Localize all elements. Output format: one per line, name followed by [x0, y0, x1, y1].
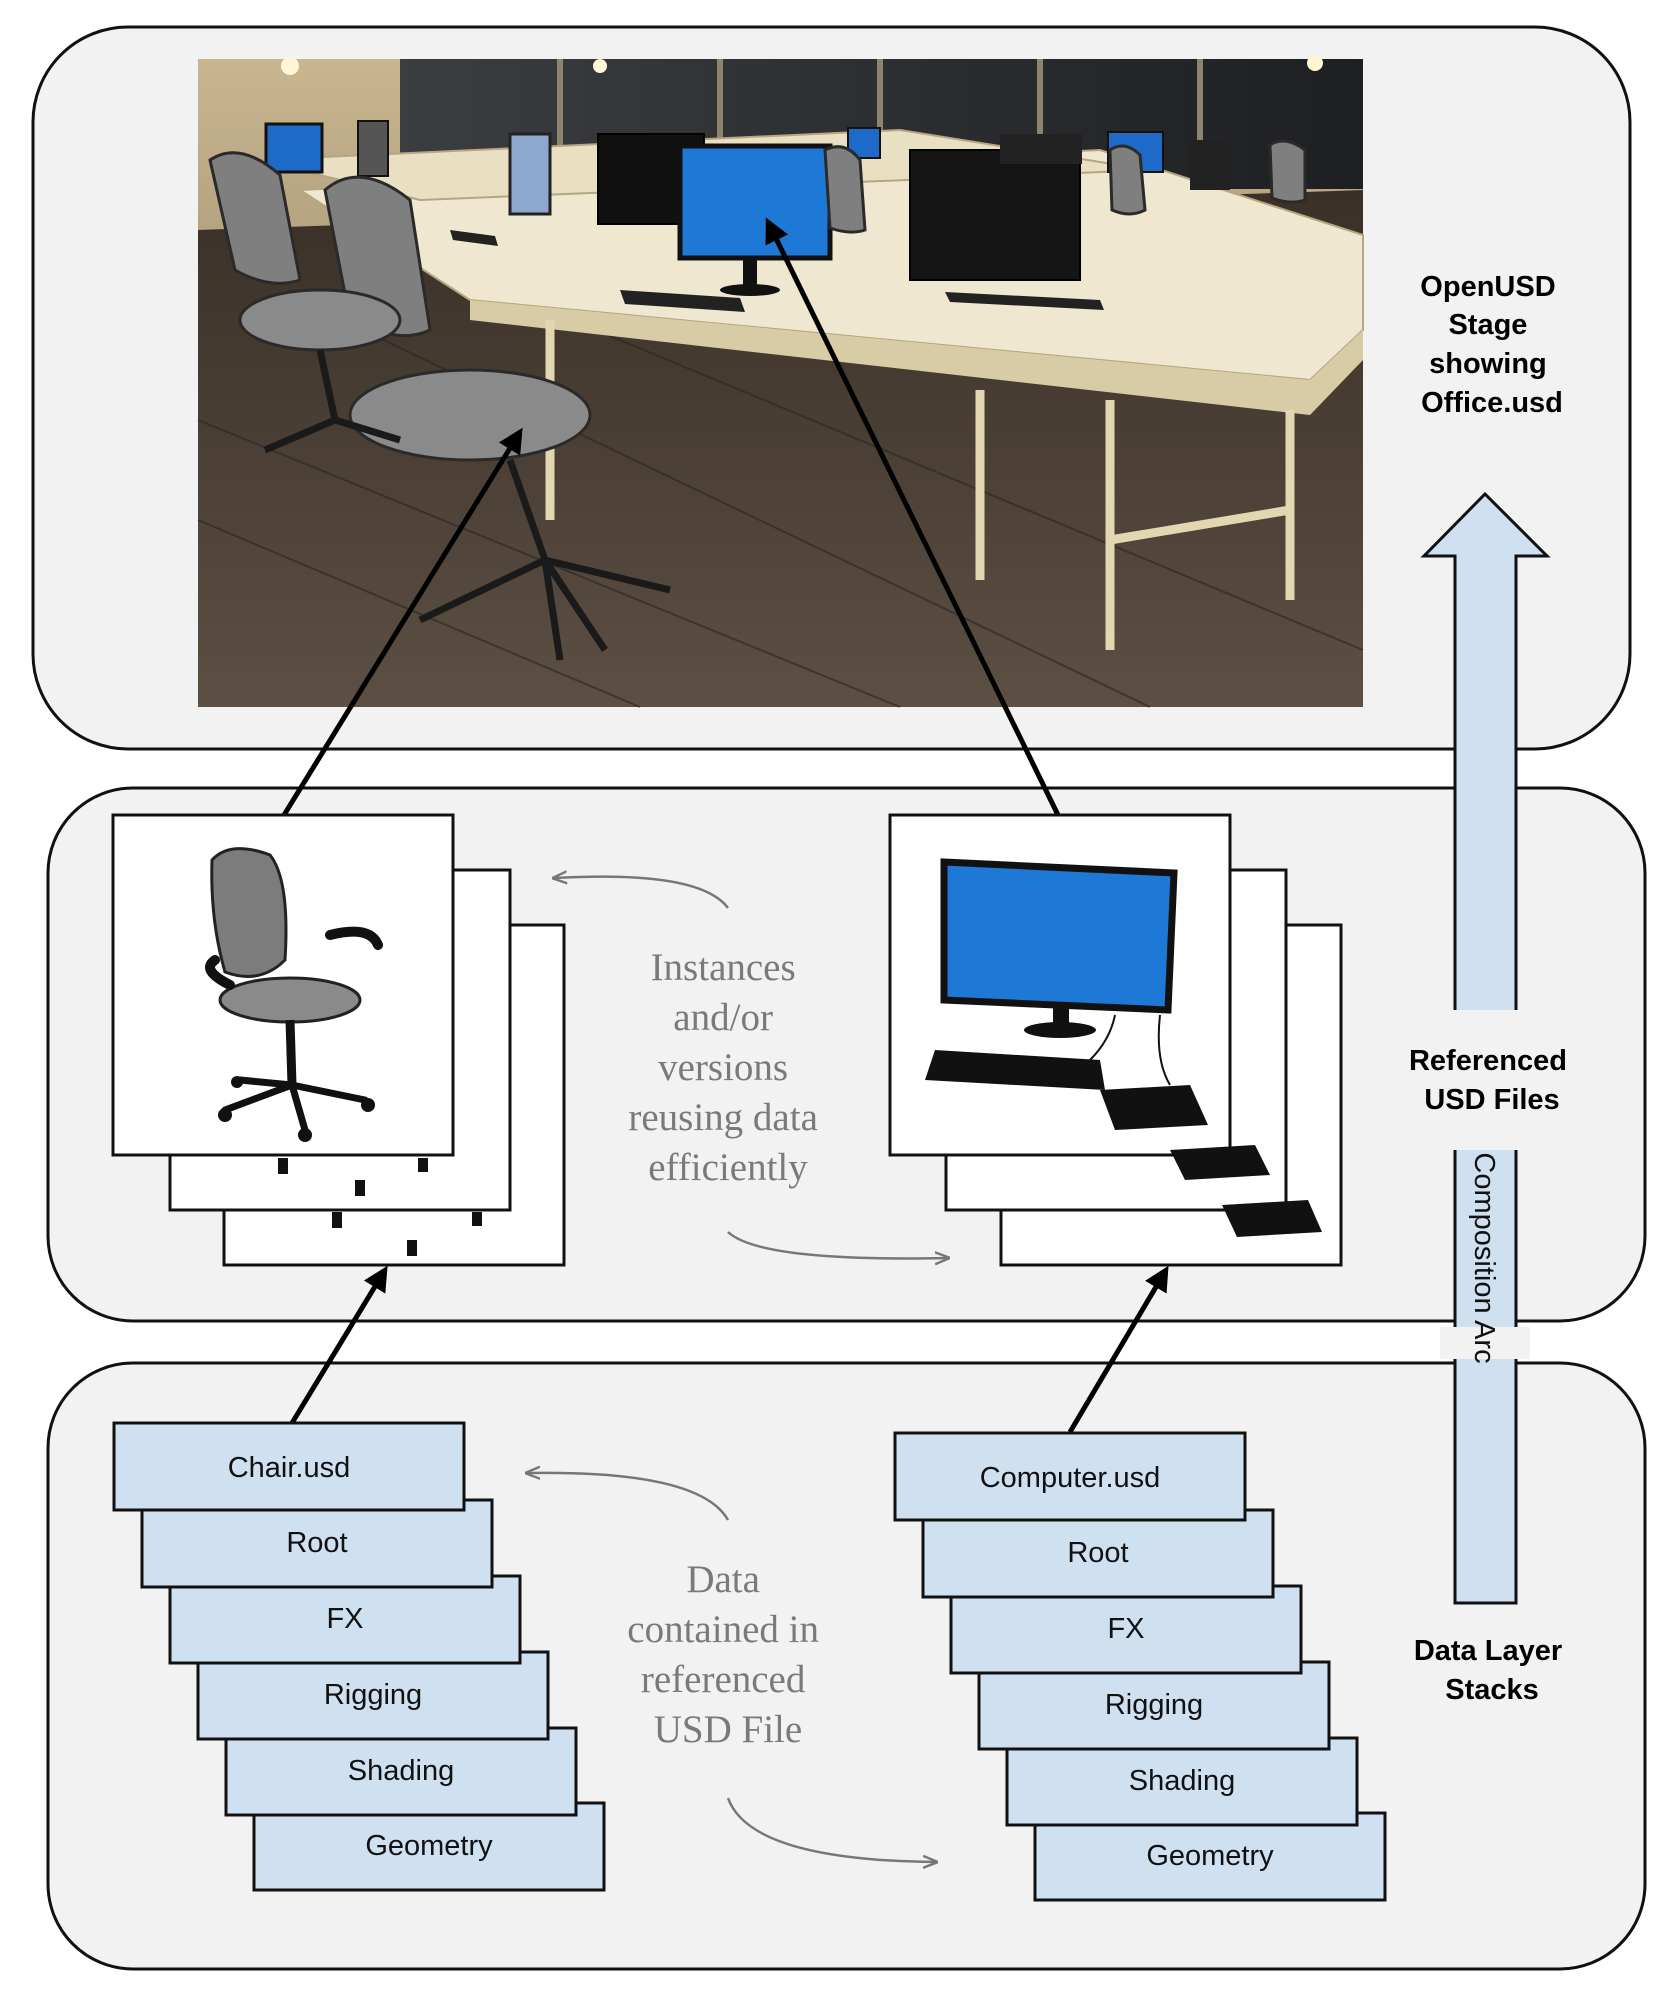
data-note-line: referenced	[641, 1658, 806, 1701]
instances-note-line: and/or	[673, 996, 773, 1039]
data-curve-arrow-left	[528, 1473, 730, 1521]
data-layers-label: Data Layer Stacks	[1414, 1635, 1570, 1706]
chair-layer-label: FX	[326, 1603, 363, 1635]
data-layers-label-line: Data Layer	[1414, 1635, 1562, 1667]
data-note-line: Data	[686, 1558, 760, 1601]
instances-note-line: versions	[658, 1046, 788, 1089]
computer-icon	[925, 858, 1208, 1130]
data-curve-arrow-right	[726, 1797, 935, 1862]
referenced-label-line: Referenced	[1409, 1045, 1567, 1077]
computer-layer-label: FX	[1107, 1613, 1144, 1645]
chair-icon	[205, 847, 383, 1142]
stage-label-line: Office.usd	[1421, 387, 1563, 419]
chair-layer-label: Shading	[348, 1755, 454, 1787]
composition-arc-label: Composition Arc	[1468, 1152, 1500, 1363]
stage-label-line: showing	[1429, 348, 1547, 380]
data-note-line: USD File	[654, 1708, 802, 1751]
computer-reference-arrow	[765, 217, 1061, 817]
computer-instance-cards	[888, 813, 1343, 1267]
data-note: Data contained in referenced USD File	[627, 1558, 828, 1751]
stage-label: OpenUSD Stage showing Office.usd	[1420, 271, 1563, 419]
instances-note-line: reusing data	[628, 1096, 818, 1139]
instances-note-line: efficiently	[648, 1146, 808, 1189]
data-note-line: contained in	[627, 1608, 819, 1651]
computer-layer-stack: Computer.usd Root FX Rigging Shading Geo…	[893, 1431, 1387, 1902]
computer-layer-label: Shading	[1129, 1765, 1235, 1797]
chair-reference-arrow	[281, 427, 523, 817]
computer-stack-arrow	[1067, 1265, 1169, 1434]
computer-layer-label: Rigging	[1105, 1689, 1203, 1721]
chair-layer-label: Geometry	[365, 1830, 493, 1862]
instances-note: Instances and/or versions reusing data e…	[628, 946, 827, 1189]
chair-layer-stack: Chair.usd Root FX Rigging Shading Geomet…	[112, 1421, 606, 1892]
chair-layer-label: Rigging	[324, 1679, 422, 1711]
office-render-image	[197, 55, 1364, 708]
computer-layer-label: Root	[1067, 1537, 1128, 1569]
stage-label-line: Stage	[1448, 309, 1527, 341]
stage-label-line: OpenUSD	[1420, 271, 1555, 303]
instances-curve-arrow-left	[555, 877, 730, 909]
chair-layer-label: Root	[286, 1527, 347, 1559]
referenced-label: Referenced USD Files	[1409, 1045, 1575, 1116]
instances-curve-arrow-right	[727, 1231, 947, 1258]
data-layers-label-line: Stacks	[1445, 1674, 1539, 1706]
instances-note-line: Instances	[651, 946, 796, 989]
referenced-label-line: USD Files	[1424, 1084, 1559, 1116]
chair-stack-arrow	[289, 1265, 388, 1425]
computer-layer-label: Geometry	[1146, 1840, 1274, 1872]
computer-layer-label: Computer.usd	[980, 1462, 1161, 1494]
chair-instance-cards	[111, 813, 566, 1267]
chair-layer-label: Chair.usd	[228, 1452, 351, 1484]
